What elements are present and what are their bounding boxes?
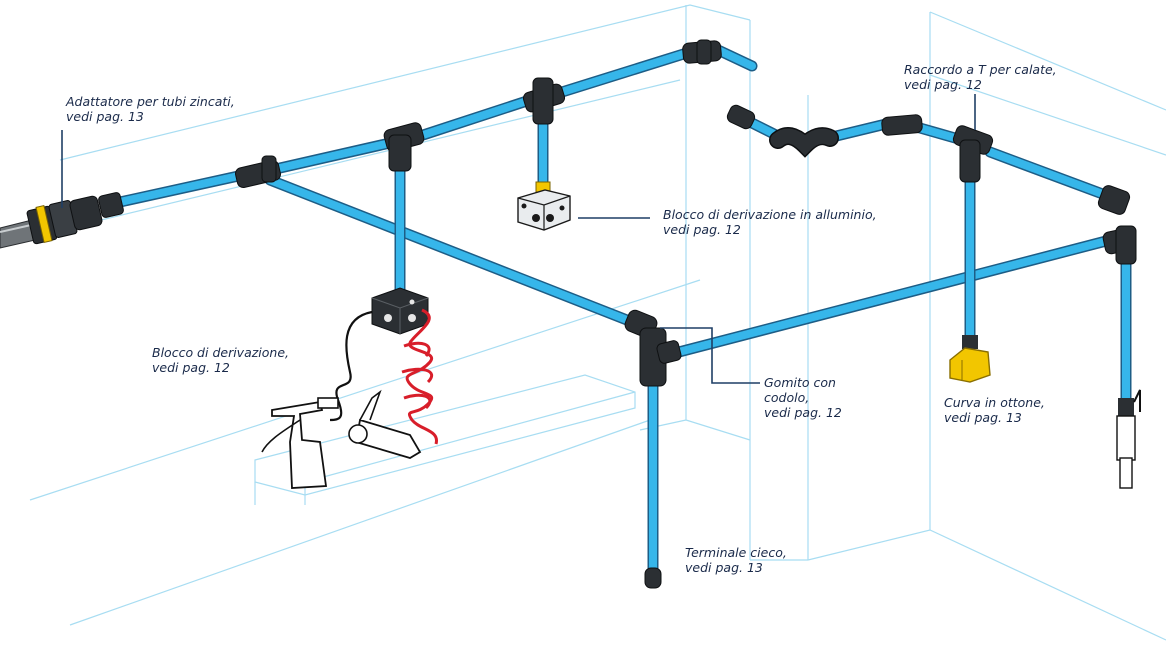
aluminium-junction-block — [517, 181, 571, 231]
junction-block — [371, 287, 429, 335]
pipe-segments — [114, 44, 1132, 578]
room-outline — [29, 4, 1166, 641]
spray-gun-icon — [261, 397, 339, 489]
leader-lines — [61, 94, 976, 384]
brass-bend — [949, 335, 991, 383]
pipe-fittings — [235, 39, 1137, 589]
label-brass-bend: Curva in ottone, vedi pag. 13 — [944, 395, 1045, 425]
label-junction-block: Blocco di derivazione, vedi pag. 12 — [152, 345, 290, 375]
label-end-cap: Terminale cieco, vedi pag. 13 — [685, 545, 787, 575]
ball-valve-icon — [1116, 389, 1141, 489]
coiled-hose-icon — [401, 308, 438, 445]
galvanised-pipe-adapter — [0, 192, 124, 249]
blow-gun-icon — [348, 389, 422, 459]
label-aluminium-block: Blocco di derivazione in alluminio, vedi… — [663, 207, 877, 237]
label-tee-drop: Raccordo a T per calate, vedi pag. 12 — [904, 62, 1057, 92]
black-air-hose — [329, 310, 373, 422]
label-elbow-spigot: Gomito con codolo, vedi pag. 12 — [764, 375, 842, 420]
label-adapter: Adattatore per tubi zincati, vedi pag. 1… — [66, 94, 235, 124]
